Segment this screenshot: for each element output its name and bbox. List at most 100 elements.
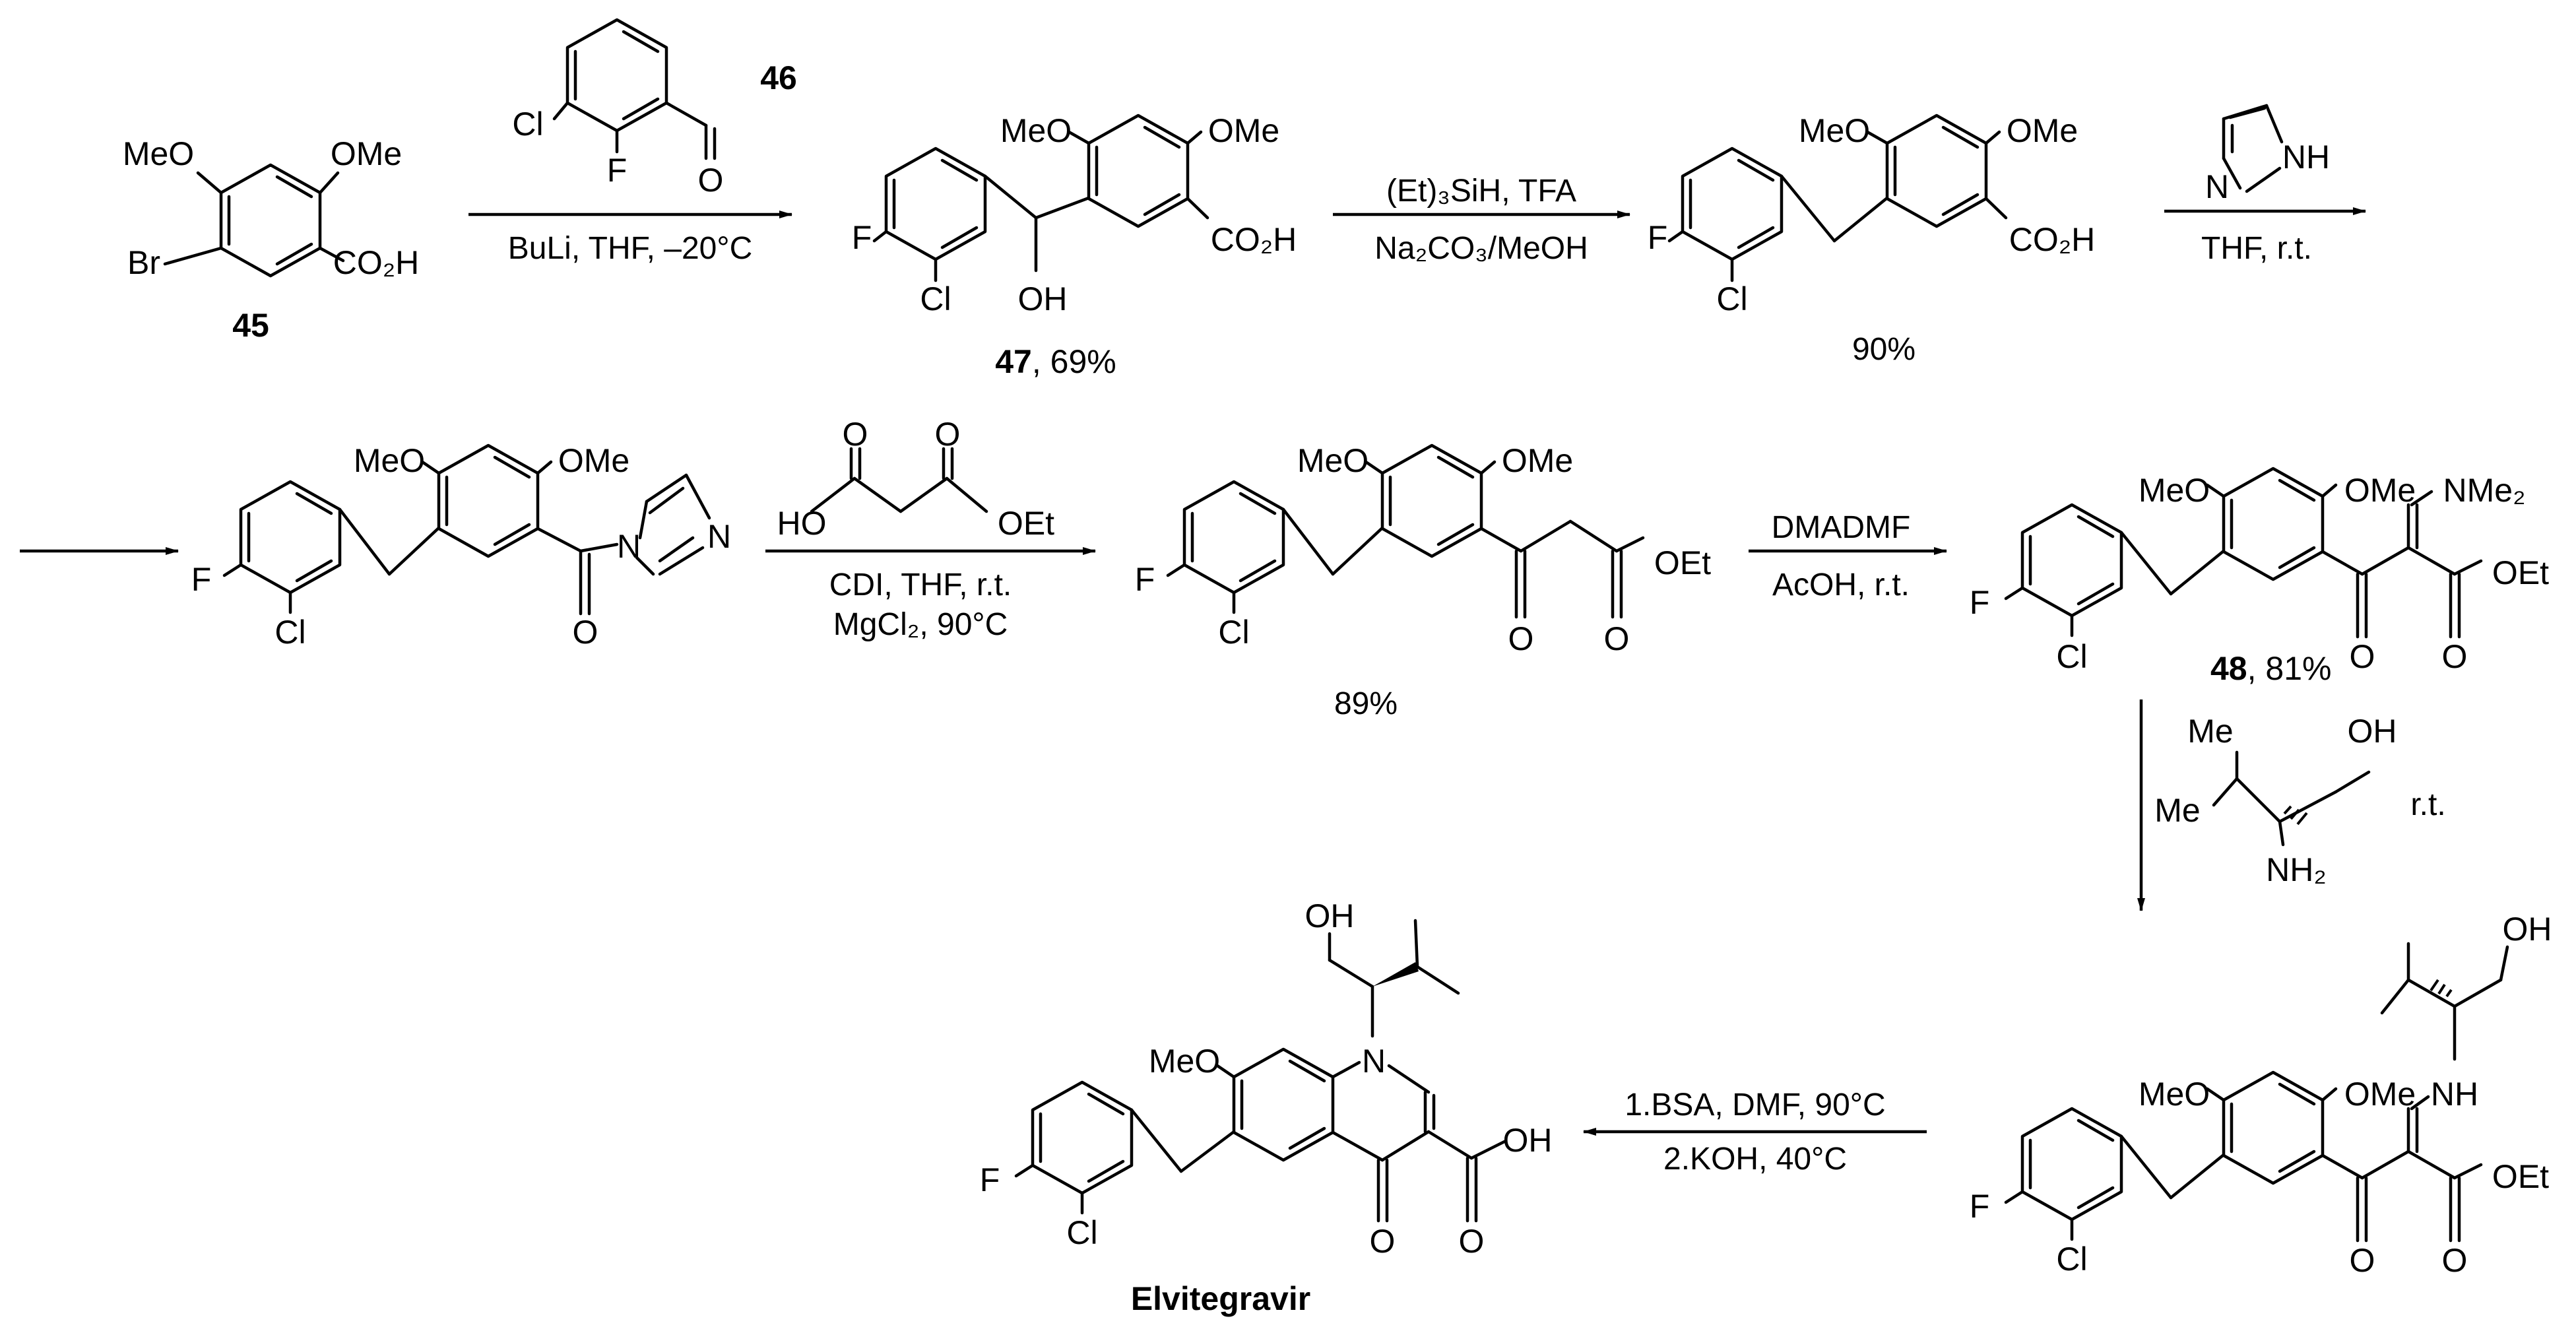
carboxyl-label: CO₂H — [333, 244, 420, 281]
step5-conditions-above: DMADMF — [1772, 510, 1911, 545]
compound-48: F Cl MeO OMe NMe₂ O O OEt 48, 81% — [1970, 467, 2549, 687]
methoxy-label: MeO — [354, 442, 425, 479]
ester-oxygen-label: O — [2442, 1242, 2468, 1279]
ketone-oxygen-label: O — [2350, 638, 2375, 675]
methoxy-label: MeO — [2139, 1076, 2210, 1113]
bromo-label: Br — [127, 244, 160, 281]
carbonyl-oxygen-label: O — [573, 614, 598, 651]
compound-enamine: F Cl MeO OMe NH OH O O OEt — [1970, 911, 2552, 1279]
step2-conditions-above: (Et)₃SiH, TFA — [1386, 174, 1576, 209]
compound-47: F Cl OH MeO OMe CO₂H 47, 69% — [852, 112, 1297, 380]
hydroxyl-label: OH — [1018, 280, 1068, 317]
compound-number-46: 46 — [760, 59, 797, 96]
compound-acyl-imidazole: F Cl MeO OMe N N O — [191, 442, 731, 651]
step3-conditions: THF, r.t. — [2201, 231, 2312, 266]
methoxy-label: OMe — [1502, 442, 1573, 479]
compound-48-caption: 48, 81% — [2210, 650, 2331, 687]
step7-conditions-below: 2.KOH, 40°C — [1663, 1142, 1847, 1177]
yield-reduced-acid: 90% — [1852, 332, 1916, 367]
compound-beta-ketoester: F Cl MeO OMe O O OEt 89% — [1135, 442, 1711, 721]
methoxy-label: OMe — [2344, 472, 2416, 509]
step4-conditions-1: CDI, THF, r.t. — [829, 568, 1012, 602]
methyl-label: Me — [2154, 792, 2200, 829]
methoxy-label: OMe — [558, 442, 629, 479]
fluoro-label: F — [1970, 584, 1990, 621]
step1-conditions: BuLi, THF, –20°C — [508, 231, 752, 266]
amino-label: NH₂ — [2266, 851, 2327, 888]
valinol: Me Me OH NH₂ r.t. — [2154, 713, 2445, 888]
compound-number-45: 45 — [232, 307, 269, 344]
fluoro-label: F — [1135, 561, 1155, 598]
imidazole: N NH — [2205, 104, 2330, 205]
step2-conditions-below: Na₂CO₃/MeOH — [1374, 231, 1588, 266]
compound-reduced-acid: F Cl MeO OMe CO₂H 90% — [1648, 112, 2096, 367]
step5-conditions-below: AcOH, r.t. — [1772, 568, 1910, 602]
methoxy-label: MeO — [1799, 112, 1870, 149]
carboxyl-label: CO₂H — [1211, 221, 1297, 258]
ethoxy-label: OEt — [1654, 544, 1711, 581]
yield-48: , 81% — [2247, 650, 2332, 687]
acid-hydroxyl-label: OH — [1503, 1122, 1553, 1159]
chloro-label: Cl — [1218, 614, 1249, 651]
ethoxy-label: OEt — [2492, 1158, 2549, 1195]
fluoro-label: F — [607, 152, 628, 189]
compound-number-47: 47 — [995, 343, 1032, 380]
aldehyde-oxygen-label: O — [698, 162, 724, 199]
hydroxyl-label: OH — [2348, 713, 2397, 750]
amine-nh-label: NH — [2431, 1076, 2478, 1113]
chloro-label: Cl — [2056, 1241, 2087, 1278]
oxygen-label: O — [935, 416, 961, 453]
chloro-label: Cl — [2056, 638, 2087, 675]
carboxyl-label: CO₂H — [2009, 221, 2096, 258]
imidazole-n3-label: N — [707, 518, 731, 555]
compound-45: MeO OMe Br CO₂H 45 — [123, 135, 419, 344]
chloro-label: Cl — [1066, 1214, 1097, 1251]
dimethylamino-label: NMe₂ — [2443, 472, 2526, 509]
ester-oxygen-label: O — [2442, 638, 2468, 675]
methoxy-label: MeO — [2139, 472, 2210, 509]
methoxy-label: MeO — [1297, 442, 1368, 479]
compound-46: Cl F O 46 — [512, 18, 797, 199]
imidazole-n1-label: N — [617, 528, 641, 565]
fluoro-label: F — [1648, 219, 1668, 256]
hydroxyl-label: OH — [1305, 897, 1355, 934]
chloro-label: Cl — [920, 280, 951, 317]
compound-47-caption: 47, 69% — [995, 343, 1116, 380]
hydroxyl-label: OH — [2503, 911, 2552, 948]
fluoro-label: F — [852, 219, 872, 256]
compound-number-48: 48 — [2210, 650, 2247, 687]
compound-elvitegravir: OH N MeO F Cl O O OH Elvitegravir — [980, 897, 1553, 1317]
hydroxy-label: HO — [777, 505, 827, 542]
methoxy-label: MeO — [1000, 112, 1072, 149]
fluoro-label: F — [191, 561, 212, 598]
yield-47: , 69% — [1032, 343, 1116, 380]
quinolone-n-label: N — [1362, 1043, 1386, 1080]
ketone-oxygen-label: O — [1508, 620, 1534, 657]
elvitegravir-label: Elvitegravir — [1131, 1280, 1310, 1317]
methoxy-label: OMe — [2007, 112, 2078, 149]
acid-carbonyl-oxygen-label: O — [1459, 1223, 1485, 1260]
methoxy-label: OMe — [1208, 112, 1279, 149]
ethyl-malonate-half-acid: HO OEt O O — [777, 416, 1055, 542]
chloro-label: Cl — [274, 614, 306, 651]
fluoro-label: F — [980, 1161, 1000, 1198]
imidazole-nh-label: NH — [2282, 139, 2330, 176]
ester-oxygen-label: O — [1604, 620, 1630, 657]
ketone-oxygen-label: O — [2350, 1242, 2375, 1279]
chloro-label: Cl — [512, 106, 543, 143]
chloro-label: Cl — [1716, 280, 1747, 317]
methoxy-label: MeO — [1149, 1043, 1220, 1080]
oxygen-label: O — [843, 416, 868, 453]
step4-conditions-2: MgCl₂, 90°C — [833, 607, 1008, 642]
yield-ketoester: 89% — [1334, 686, 1398, 721]
fluoro-label: F — [1970, 1188, 1990, 1225]
imidazole-n-label: N — [2205, 168, 2229, 205]
ethoxy-label: OEt — [998, 505, 1054, 542]
ethoxy-label: OEt — [2492, 554, 2549, 591]
methoxy-label: OMe — [331, 135, 402, 172]
methyl-label: Me — [2187, 713, 2233, 750]
methoxy-label: MeO — [123, 135, 194, 172]
step6-conditions: r.t. — [2410, 787, 2445, 822]
step7-conditions-above: 1.BSA, DMF, 90°C — [1625, 1088, 1885, 1122]
